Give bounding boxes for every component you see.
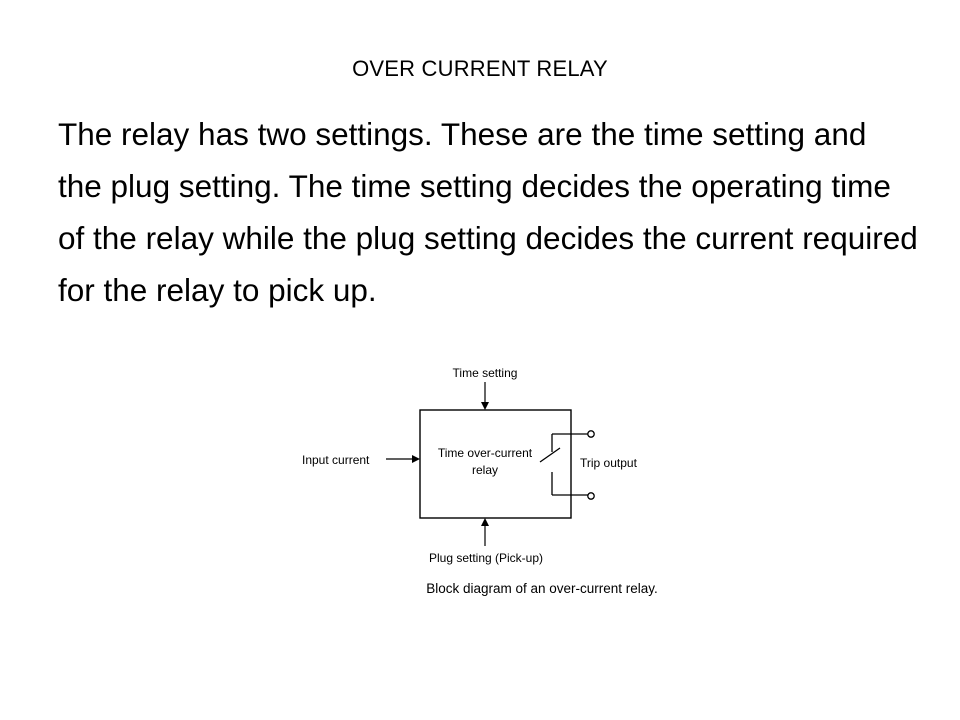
input-current-label: Input current xyxy=(302,453,370,467)
terminal-bottom xyxy=(587,492,595,500)
terminal-top xyxy=(587,430,595,438)
plug-setting-arrowhead xyxy=(481,518,489,526)
relay-block-diagram: Time setting Input current Time over-cur… xyxy=(290,360,710,610)
contact-blade xyxy=(539,447,561,463)
diagram-caption: Block diagram of an over-current relay. xyxy=(426,581,658,596)
relay-block xyxy=(419,409,572,519)
time-setting-arrowhead xyxy=(481,402,489,410)
input-current-arrowhead xyxy=(412,455,420,463)
plug-setting-label: Plug setting (Pick-up) xyxy=(429,551,543,565)
slide-title: OVER CURRENT RELAY xyxy=(352,56,608,81)
block-label-line2: relay xyxy=(472,463,498,477)
trip-output-label: Trip output xyxy=(580,456,638,470)
block-label-line1: Time over-current xyxy=(438,446,533,460)
body-paragraph: The relay has two settings. These are th… xyxy=(58,116,918,308)
time-setting-label: Time setting xyxy=(453,366,518,380)
